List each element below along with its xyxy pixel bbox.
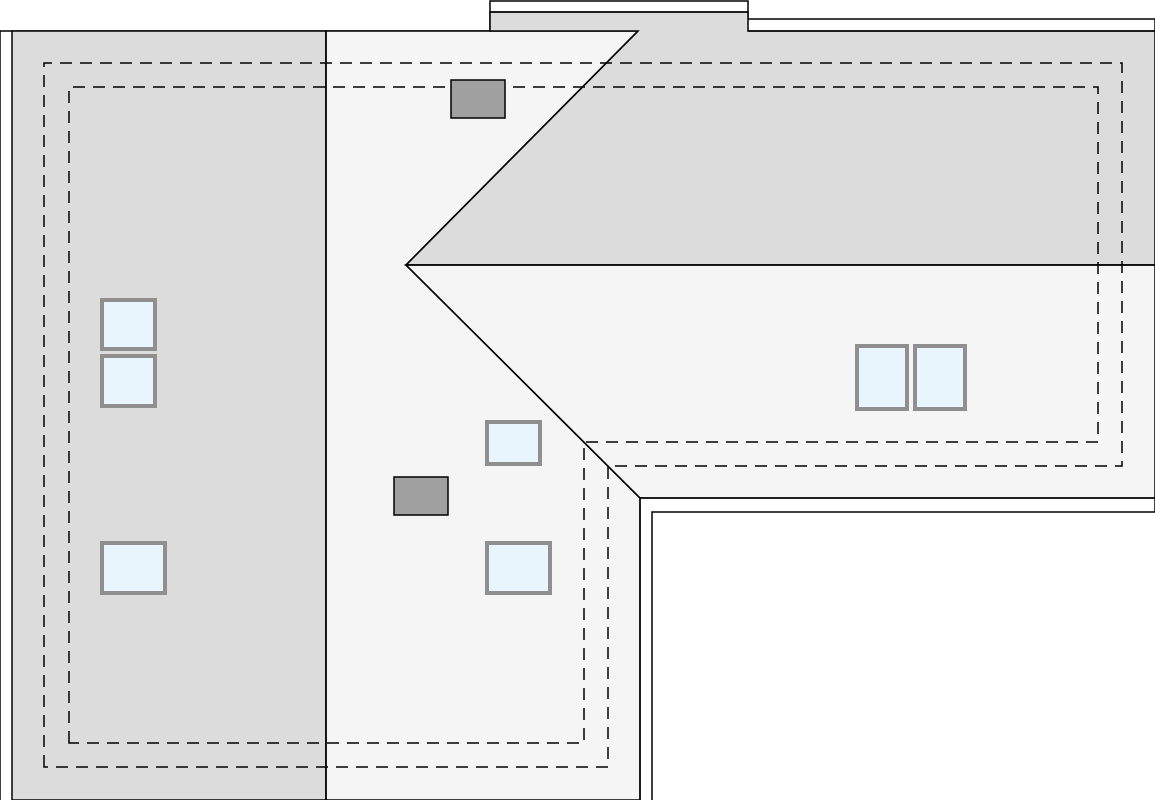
hip-line-upper — [405, 30, 639, 266]
lower-eave-strip — [639, 497, 1155, 800]
skylight — [100, 354, 157, 408]
vent-north — [450, 79, 506, 119]
valley-line-lower — [405, 264, 641, 499]
setback-line-inner — [68, 86, 1099, 744]
skylight — [100, 298, 157, 351]
west-roof-plane — [11, 30, 327, 800]
skylight — [485, 420, 542, 466]
skylight — [855, 344, 909, 411]
vent-center — [393, 476, 449, 516]
setback-line-outer — [43, 62, 1123, 768]
skylight — [485, 541, 552, 595]
skylight — [100, 541, 167, 595]
skylight — [913, 344, 967, 411]
